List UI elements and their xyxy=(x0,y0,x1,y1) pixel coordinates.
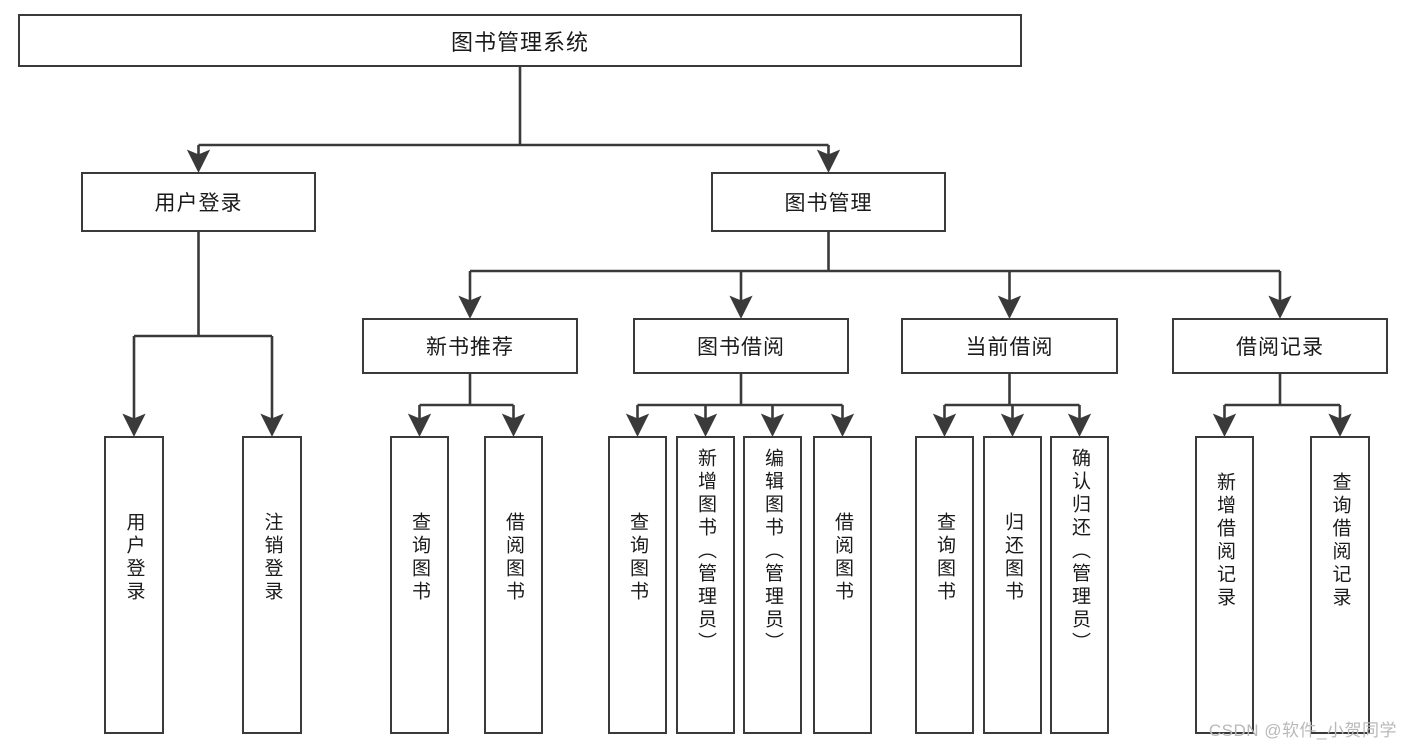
node-borrow-record-label: 借阅记录 xyxy=(1236,336,1324,359)
node-leaf-add-book[interactable]: 新增图书（管理员） xyxy=(676,436,735,734)
node-leaf-logout-label: 注销登录 xyxy=(261,512,283,604)
node-leaf-add-record-label: 新增借阅记录 xyxy=(1214,472,1235,610)
node-leaf-edit-book[interactable]: 编辑图书（管理员） xyxy=(743,436,802,734)
node-current-borrow-label: 当前借阅 xyxy=(965,336,1054,359)
node-leaf-borrow-book-1-label: 借阅图书 xyxy=(503,512,524,604)
node-leaf-query-record[interactable]: 查询借阅记录 xyxy=(1310,436,1370,734)
node-root-label: 图书管理系统 xyxy=(450,29,589,55)
node-user-login-label: 用户登录 xyxy=(154,192,243,215)
node-new-book-recommend-label: 新书推荐 xyxy=(426,336,514,359)
node-leaf-add-book-label: 新增图书（管理员） xyxy=(695,448,716,655)
node-book-borrow-label: 图书借阅 xyxy=(697,336,785,359)
node-leaf-query-book-2-label: 查询图书 xyxy=(627,512,648,604)
node-new-book-recommend[interactable]: 新书推荐 xyxy=(362,318,578,374)
node-leaf-confirm-return[interactable]: 确认归还（管理员） xyxy=(1050,436,1109,734)
node-book-manage[interactable]: 图书管理 xyxy=(711,172,946,232)
node-leaf-query-book-2[interactable]: 查询图书 xyxy=(608,436,667,734)
node-leaf-user-login-label: 用户登录 xyxy=(123,512,145,604)
node-user-login[interactable]: 用户登录 xyxy=(81,172,316,232)
node-leaf-query-record-label: 查询借阅记录 xyxy=(1329,472,1351,610)
node-borrow-record[interactable]: 借阅记录 xyxy=(1172,318,1388,374)
node-root[interactable]: 图书管理系统 xyxy=(18,14,1022,67)
node-leaf-query-book-1[interactable]: 查询图书 xyxy=(390,436,449,734)
node-leaf-borrow-book-1[interactable]: 借阅图书 xyxy=(484,436,543,734)
node-leaf-add-record[interactable]: 新增借阅记录 xyxy=(1195,436,1254,734)
node-leaf-logout[interactable]: 注销登录 xyxy=(242,436,302,734)
node-book-manage-label: 图书管理 xyxy=(784,192,873,215)
node-current-borrow[interactable]: 当前借阅 xyxy=(901,318,1118,374)
node-leaf-confirm-return-label: 确认归还（管理员） xyxy=(1069,448,1090,655)
node-book-borrow[interactable]: 图书借阅 xyxy=(633,318,849,374)
node-leaf-query-book-1-label: 查询图书 xyxy=(409,512,430,604)
node-leaf-edit-book-label: 编辑图书（管理员） xyxy=(762,448,783,655)
node-leaf-borrow-book-2-label: 借阅图书 xyxy=(832,512,853,604)
node-leaf-return-book[interactable]: 归还图书 xyxy=(983,436,1042,734)
node-leaf-query-book-3-label: 查询图书 xyxy=(934,512,955,604)
node-leaf-borrow-book-2[interactable]: 借阅图书 xyxy=(813,436,872,734)
node-leaf-return-book-label: 归还图书 xyxy=(1002,512,1023,604)
node-leaf-user-login[interactable]: 用户登录 xyxy=(104,436,164,734)
node-leaf-query-book-3[interactable]: 查询图书 xyxy=(915,436,974,734)
